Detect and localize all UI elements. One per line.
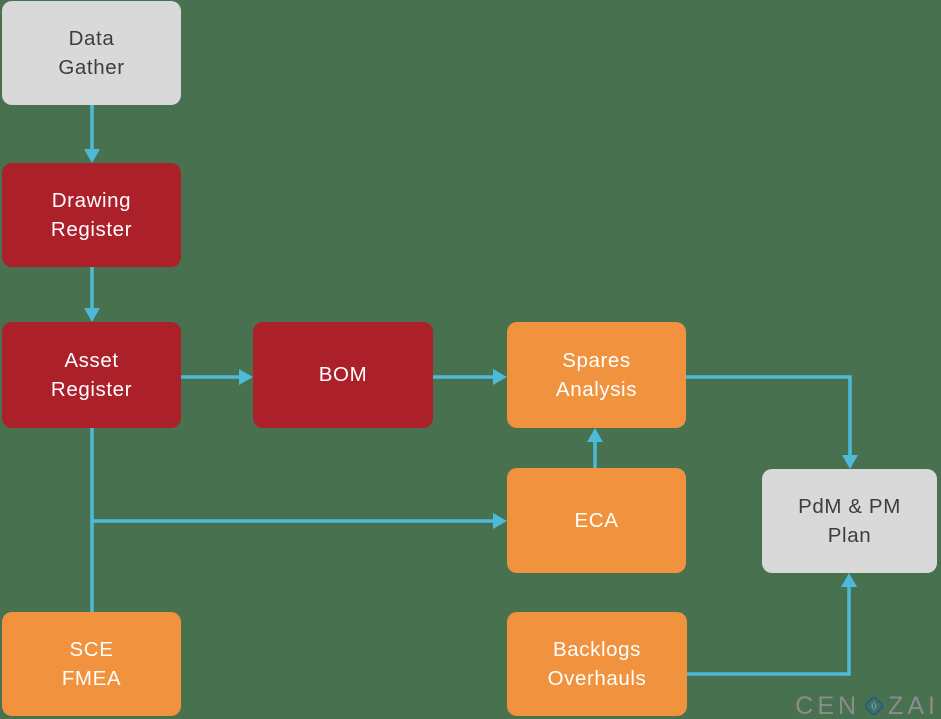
arrowhead-data-gather-to-drawing-register — [84, 149, 100, 163]
node-data-gather: Data Gather — [2, 1, 181, 105]
cenozai-diamond-logo — [864, 696, 884, 716]
cenozai-watermark: CEN ZAI — [795, 694, 939, 719]
node-sce-fmea: SCE FMEA — [2, 612, 181, 716]
arrowhead-bom-to-spares-analysis — [493, 369, 507, 385]
arrowhead-asset-register-to-eca — [493, 513, 507, 529]
arrow-backlogs-overhauls-to-pdm-pm-plan — [687, 586, 851, 676]
arrow-spares-analysis-to-pdm-pm-plan — [686, 375, 852, 456]
node-eca: ECA — [507, 468, 686, 573]
node-asset-register: Asset Register — [2, 322, 181, 428]
watermark-text-suffix: ZAI — [888, 692, 939, 719]
watermark-text-prefix: CEN — [795, 692, 861, 719]
node-bom: BOM — [253, 322, 433, 428]
arrowhead-spares-analysis-to-pdm-pm-plan — [842, 455, 858, 469]
node-drawing-register: Drawing Register — [2, 163, 181, 267]
arrowhead-drawing-register-to-asset-register — [84, 308, 100, 322]
arrowhead-asset-register-to-bom — [239, 369, 253, 385]
node-backlogs-overhauls: Backlogs Overhauls — [507, 612, 687, 716]
arrowhead-eca-to-spares-analysis — [587, 428, 603, 442]
node-pdm-pm-plan: PdM & PM Plan — [762, 469, 937, 573]
arrowhead-backlogs-overhauls-to-pdm-pm-plan — [841, 573, 857, 587]
node-spares-analysis: Spares Analysis — [507, 322, 686, 428]
